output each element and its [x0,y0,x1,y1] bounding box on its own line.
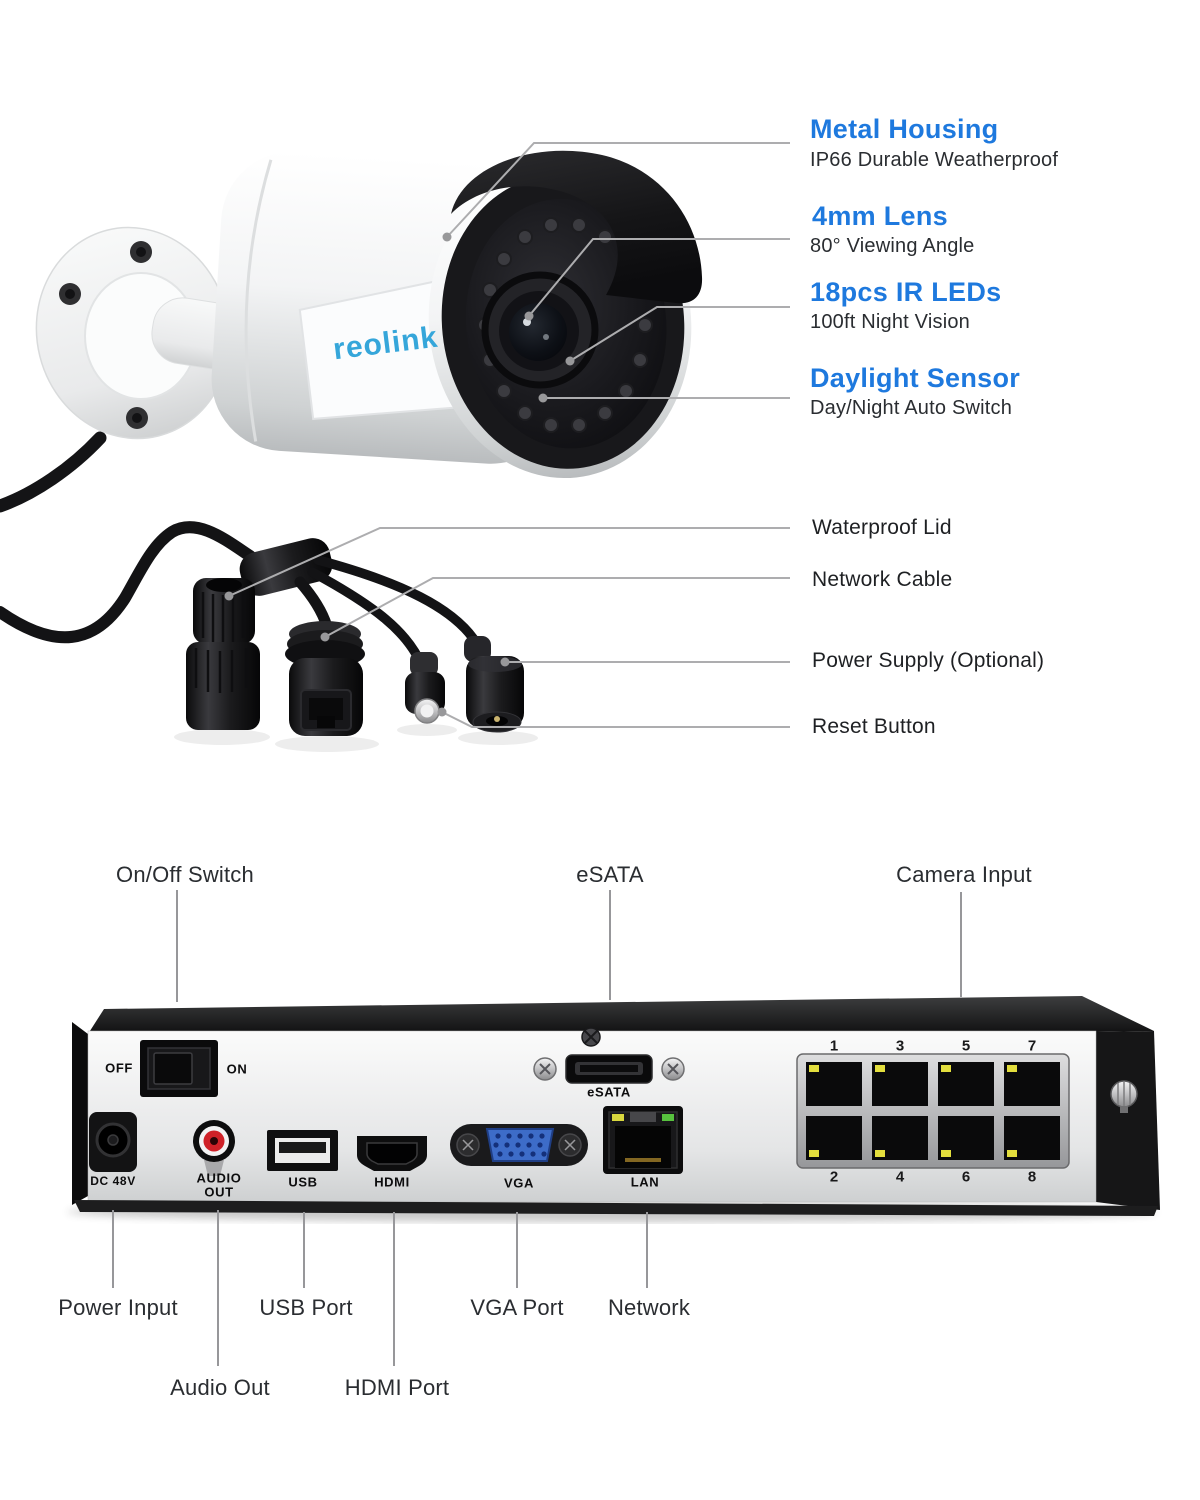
esata-port [533,1054,685,1084]
feature-title-ir-leds: 18pcs IR LEDs [810,277,1002,307]
chassis-screw [581,1027,601,1047]
panel-label-audio-line1: AUDIO [196,1170,242,1186]
thumbscrew [1110,1080,1138,1113]
nvr-label-audio-out: Audio Out [170,1375,270,1400]
power-connector-part [464,636,524,733]
part-label-network-cable: Network Cable [812,568,953,591]
waterproof-lid-part [186,578,260,730]
panel-label-dc-power: DC 48V [90,1174,136,1188]
port-number-2: 2 [829,1168,839,1186]
nvr-label-onoff-switch: On/Off Switch [116,862,254,887]
network-connector-part [285,621,365,736]
usb-port [267,1130,338,1171]
nvr-label-network: Network [607,1295,691,1320]
panel-label-off: OFF [105,1060,133,1076]
panel-label-audio-line2: OUT [204,1184,234,1200]
mount-screw [59,241,152,429]
nvr-label-camera-input: Camera Input [896,862,1032,887]
feature-sub-daylight-sensor: Day/Night Auto Switch [810,397,1013,419]
callout-line-metal-housing [446,142,790,238]
nvr-label-power-input: Power Input [58,1295,178,1320]
nvr-label-vga-port: VGA Port [470,1295,564,1320]
sun-shield [451,150,703,304]
port-number-6: 6 [961,1168,971,1186]
nvr-label-esata: eSATA [576,862,644,887]
part-shadows [174,724,538,752]
part-label-reset-button: Reset Button [812,715,936,738]
panel-label-hdmi: HDMI [374,1174,410,1190]
feature-title-metal-housing: Metal Housing [810,114,999,144]
panel-label-on: ON [226,1061,248,1077]
panel-label-lan: LAN [630,1174,660,1190]
part-label-waterproof-lid: Waterproof Lid [812,516,952,539]
port-number-5: 5 [961,1037,971,1055]
callout-line-network-cable [324,577,790,638]
feature-sub-metal-housing: IP66 Durable Weatherproof [810,149,1059,171]
callout-line-reset-button [441,711,790,728]
callout-line-ir-leds [569,306,790,362]
callout-line-waterproof-lid [228,527,790,597]
callout-lines-camera [228,142,790,728]
feature-sub-lens: 80° Viewing Angle [810,235,975,257]
callout-line-lens [528,238,790,317]
lan-port [603,1106,683,1174]
reset-connector-part [405,652,445,724]
part-label-power-supply: Power Supply (Optional) [812,649,1045,672]
power-switch [140,1040,218,1097]
camera-lens [481,271,599,389]
panel-label-esata: eSATA [587,1084,631,1100]
feature-sub-ir-leds: 100ft Night Vision [810,311,970,333]
panel-label-vga: VGA [504,1175,534,1191]
port-number-4: 4 [895,1168,905,1186]
panel-label-usb: USB [288,1174,318,1190]
feature-title-lens: 4mm Lens [812,201,948,231]
feature-title-daylight-sensor: Daylight Sensor [810,363,1021,393]
nvr-label-usb-port: USB Port [259,1295,353,1320]
nvr-label-hdmi-port: HDMI Port [344,1375,450,1400]
vga-port [450,1124,588,1166]
rca-audio-port [193,1120,235,1176]
callout-dots-camera [224,232,575,717]
hdmi-port [357,1136,427,1171]
camera-input-block [796,1053,1070,1169]
port-number-3: 3 [895,1037,905,1055]
port-number-1: 1 [829,1037,839,1055]
port-number-7: 7 [1027,1037,1037,1055]
callout-lines-nvr [112,890,962,1366]
camera-cable [0,431,256,644]
port-number-8: 8 [1027,1168,1037,1186]
dc-power-jack [89,1112,137,1172]
rj45-led [809,1065,1017,1157]
camera-mount [35,226,231,440]
